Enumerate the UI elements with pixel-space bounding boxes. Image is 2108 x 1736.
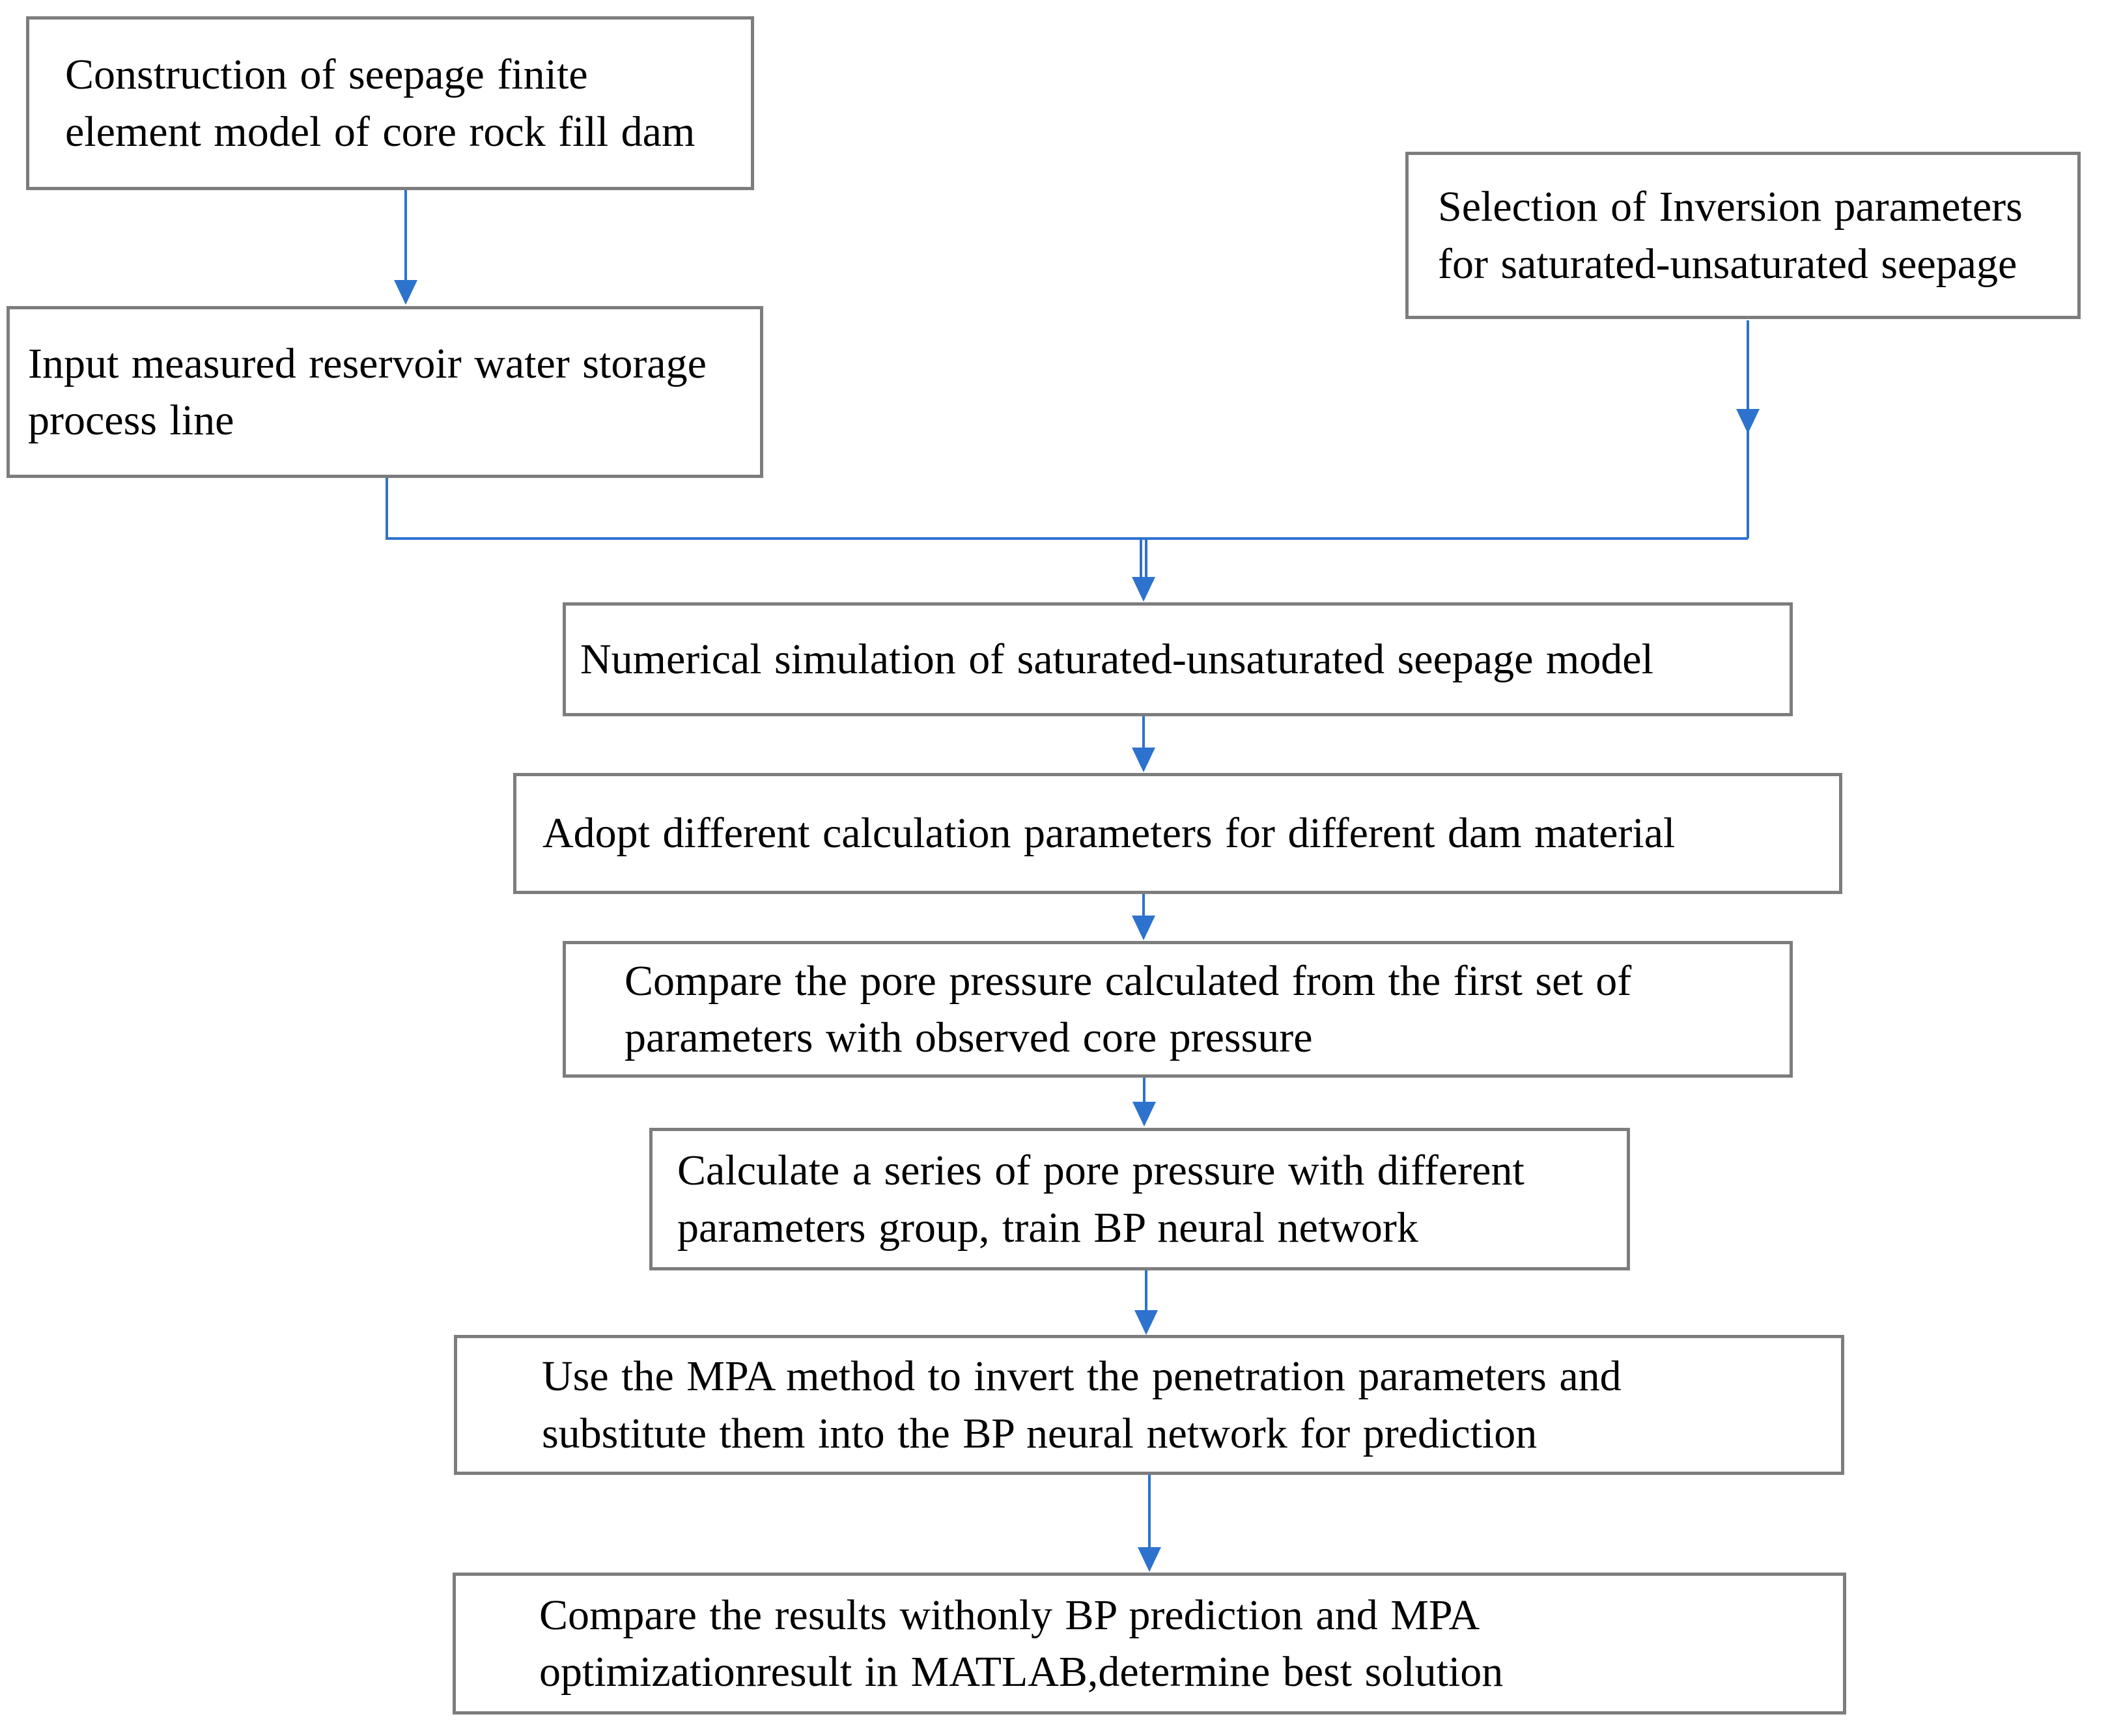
node-text-line: Compare the results withonly BP predicti… [539,1591,1480,1639]
node-text-line: parameters group, train BP neural networ… [677,1203,1418,1252]
arrow-calculate-to-mpa [1134,1270,1158,1335]
node-text-line: optimizationresult in MATLAB,determine b… [539,1648,1504,1696]
node-text-line: Compare the pore pressure calculated fro… [625,957,1632,1005]
arrowhead-down-icon [1132,1102,1156,1127]
node-calculate-series: Calculate a series of pore pressure with… [649,1128,1630,1270]
node-adopt-parameters: Adopt different calculation parameters f… [513,773,1842,894]
node-compare-pore-pressure: Compare the pore pressure calculated fro… [563,941,1793,1078]
arrow-numerical-to-adopt [1132,716,1155,772]
connector-elbow [386,478,1748,540]
node-text-line: Construction of seepage finite [65,51,588,99]
arrowhead-down-icon [1134,1310,1158,1335]
node-text-line: Input measured reservoir water storage [28,339,707,387]
node-numerical-simulation: Numerical simulation of saturated-unsatu… [563,602,1793,716]
connector-selection-to-join [1736,320,1760,539]
node-text-line: Selection of Inversion parameters [1438,183,2023,231]
arrow-join-to-numerical [1132,540,1155,602]
arrow-adopt-to-compare [1132,894,1155,940]
node-compare-results: Compare the results withonly BP predicti… [453,1573,1846,1715]
arrow-compare-to-calculate [1132,1078,1156,1127]
arrow-construction-to-input [394,190,417,305]
arrowhead-down-icon [1138,1547,1161,1572]
node-text-line: for saturated-unsaturated seepage [1438,240,2017,288]
node-input-storage: Input measured reservoir water storage p… [7,306,763,478]
node-text-line: Numerical simulation of saturated-unsatu… [580,635,1653,683]
arrowhead-down-icon [394,280,417,305]
node-mpa-inversion: Use the MPA method to invert the penetra… [454,1335,1844,1475]
node-text-line: substitute them into the BP neural netwo… [542,1409,1538,1457]
node-selection-params: Selection of Inversion parameters for sa… [1405,152,2081,319]
connector-input-to-join [386,478,1748,540]
arrowhead-down-icon [1132,916,1155,940]
arrowhead-down-icon [1132,748,1155,772]
node-text-line: Adopt different calculation parameters f… [542,809,1676,858]
node-text-line: Use the MPA method to invert the penetra… [542,1352,1622,1401]
node-text-line: parameters with observed core pressure [625,1014,1313,1061]
arrow-mpa-to-results [1138,1475,1161,1572]
arrowhead-down-icon [1132,577,1155,602]
node-text-line: Calculate a series of pore pressure with… [677,1147,1525,1195]
node-text-line: element model of core rock fill dam [65,107,696,156]
arrowhead-down-icon [1736,409,1760,434]
node-text-line: process line [28,397,234,444]
node-construction: Construction of seepage finite element m… [26,16,754,190]
